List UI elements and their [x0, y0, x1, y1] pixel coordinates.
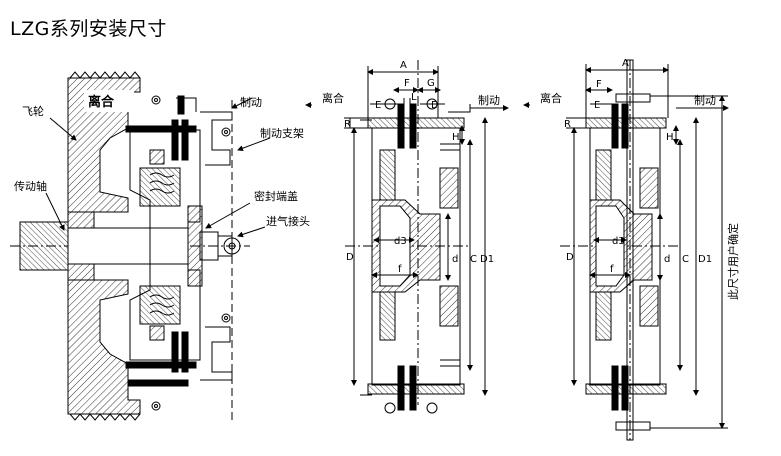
- mid-dim-H: H: [452, 132, 460, 143]
- clutch-assembly: [125, 119, 201, 387]
- right-dim-C: C: [682, 254, 689, 265]
- right-dim-d3: d3: [612, 236, 625, 247]
- right-dim-note: 此尺寸用户确定: [726, 223, 740, 300]
- mid-dim-C: C: [470, 254, 477, 265]
- right-label-clutch: 离合: [540, 91, 562, 105]
- mid-label-clutch: 离合: [322, 91, 344, 105]
- left-view-labels: 飞轮 离合 制动 制动支架 传动轴 密封端盖 进气接头: [14, 94, 310, 228]
- mid-dim-D: D: [346, 252, 354, 263]
- mid-dim-D1: D1: [480, 254, 494, 265]
- mid-label-brake: 制动: [478, 94, 500, 107]
- label-drive-shaft: 传动轴: [14, 179, 47, 193]
- label-seal-cover: 密封端盖: [254, 189, 298, 203]
- right-label-brake: 制动: [694, 94, 716, 107]
- right-dim-R: R: [564, 119, 571, 130]
- label-brake: 制动: [240, 96, 262, 109]
- label-flywheel: 飞轮: [22, 104, 44, 118]
- mid-dim-E1: E: [375, 100, 381, 111]
- mid-dim-E2: E: [431, 100, 437, 111]
- left-section-view: [10, 71, 271, 421]
- mid-dim-R: R: [344, 119, 351, 130]
- right-dim-D1: D1: [698, 254, 712, 265]
- right-dim-A: A: [622, 58, 629, 69]
- mid-dim-d3: d3: [394, 236, 407, 247]
- right-dim-F: F: [596, 79, 602, 90]
- label-clutch: 离合: [88, 94, 115, 110]
- mid-dim-F: F: [404, 78, 410, 89]
- right-dim-E: E: [594, 100, 600, 111]
- mid-dim-G: G: [427, 78, 435, 89]
- brake-bracket: [176, 95, 233, 420]
- mid-dim-A: A: [400, 60, 407, 71]
- page-title: LZG系列安装尺寸: [10, 18, 167, 40]
- label-brake-bracket: 制动支架: [260, 127, 304, 140]
- label-air-inlet: 进气接头: [266, 214, 310, 228]
- middle-view-labels: 离合 制动 A F G E L E R H D d3 f d C D1: [322, 60, 500, 275]
- right-view-labels: 离合 制动 A F E R H D d3 f d C D1 此尺寸用户确定: [540, 58, 740, 300]
- right-dim-H: H: [666, 132, 674, 143]
- mid-dim-f: f: [398, 264, 402, 275]
- mid-dim-d: d: [452, 254, 458, 265]
- drive-shaft: [10, 221, 250, 271]
- right-section-view: [523, 59, 729, 441]
- mid-dim-L: L: [411, 92, 417, 103]
- right-dim-f: f: [610, 264, 614, 275]
- right-dim-d: d: [664, 254, 670, 265]
- right-dim-D: D: [566, 252, 574, 263]
- air-inlet-fitting: [217, 235, 241, 257]
- middle-section-view: [305, 60, 509, 414]
